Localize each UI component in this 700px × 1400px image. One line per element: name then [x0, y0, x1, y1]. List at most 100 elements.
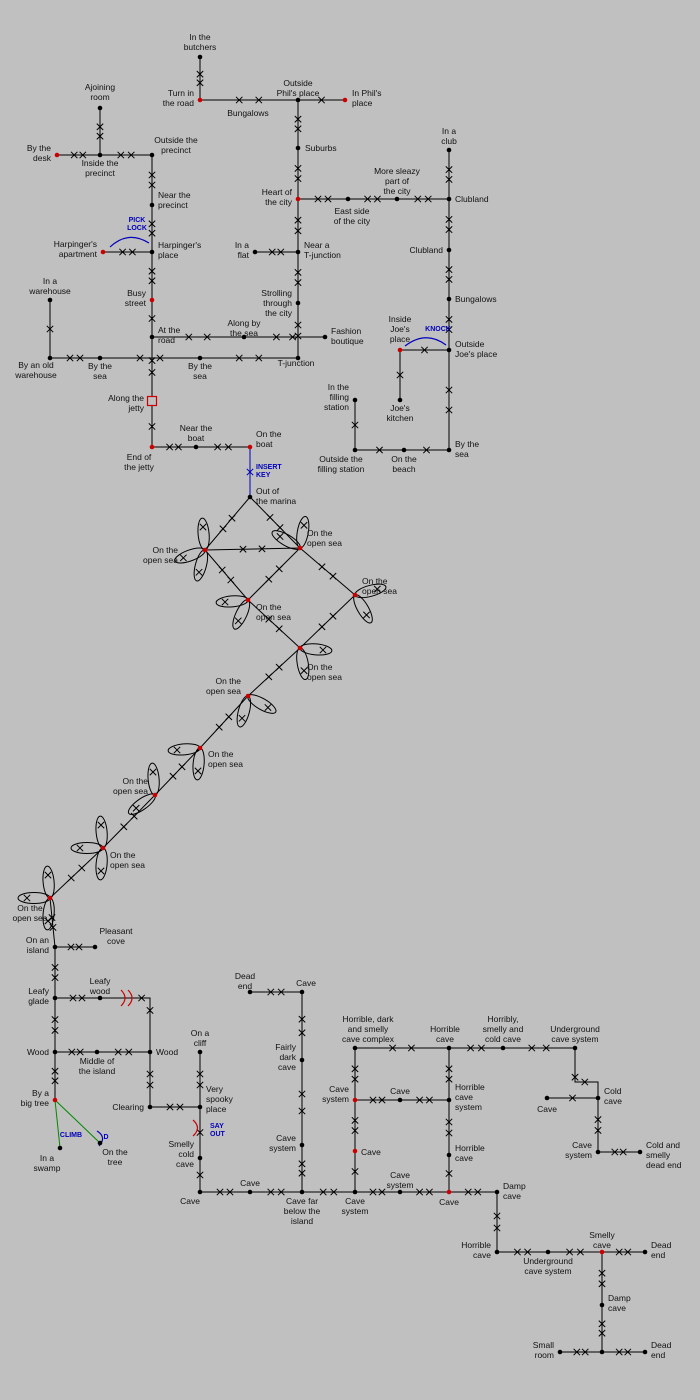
- exit-tick-mark: [369, 1096, 377, 1104]
- room-dot-cave-north: [299, 989, 305, 995]
- edge-by-a-big-tree--on-the-tree: [54, 1099, 101, 1144]
- exit-tick-mark: [76, 844, 84, 852]
- edge-open-sea-1--open-sea-4: [204, 549, 249, 601]
- room-dot-cave-system-s1: [352, 1189, 358, 1195]
- exit-tick-mark: [125, 1048, 133, 1056]
- room-dot-on-a-cliff: [197, 1049, 203, 1055]
- exit-tick-mark: [78, 864, 86, 872]
- exit-tick-mark: [195, 568, 203, 576]
- exit-tick-mark: [294, 279, 302, 287]
- exit-tick-mark: [615, 1248, 623, 1256]
- exit-tick-mark: [317, 96, 326, 104]
- exit-tick-mark: [598, 1320, 606, 1328]
- exit-tick-mark: [277, 248, 285, 256]
- exit-tick-mark: [67, 943, 75, 951]
- exit-tick-mark: [166, 443, 174, 451]
- room-dot-in-phils-place: [342, 97, 348, 103]
- exit-tick-mark: [464, 1188, 472, 1196]
- exit-tick-mark: [445, 215, 453, 223]
- exit-tick-mark: [216, 1188, 224, 1196]
- exit-tick-mark: [215, 723, 223, 731]
- exit-tick-mark: [214, 443, 222, 451]
- room-dot-very-spooky-place: [197, 1104, 203, 1110]
- exit-tick-mark: [581, 1078, 589, 1086]
- edge-open-sea-2--open-sea-3: [299, 547, 356, 596]
- exit-tick-mark: [196, 1128, 204, 1137]
- exit-tick-mark: [265, 575, 273, 583]
- exit-tick-mark: [148, 267, 156, 275]
- room-label-cave-sw: Cave: [180, 1196, 200, 1206]
- room-dot-out-of-the-marina: [247, 494, 253, 500]
- edge-open-sea-2--open-sea-4: [247, 547, 301, 601]
- room-label-wood-west: Wood: [27, 1047, 49, 1057]
- exit-tick-mark: [294, 227, 302, 235]
- exit-tick-mark: [97, 821, 105, 829]
- exit-tick-mark: [267, 988, 275, 996]
- room-dot-leafy-glade: [52, 995, 58, 1001]
- exit-tick-mark: [319, 646, 327, 654]
- room-dot-in-a-club: [446, 147, 452, 153]
- room-dot-bungalows-east: [446, 296, 452, 302]
- exit-tick-mark: [378, 1188, 386, 1196]
- exit-tick-mark: [294, 216, 302, 224]
- room-dot-cave-east: [544, 1095, 550, 1101]
- room-dot-wood-east: [147, 1049, 153, 1055]
- exit-tick-mark: [227, 576, 235, 584]
- room-dot-dead-end-east-1: [642, 1249, 648, 1255]
- leafy-wood-door-arc-1: [120, 989, 126, 1007]
- exit-tick-mark: [196, 1081, 204, 1089]
- exit-tick-mark: [445, 1129, 453, 1137]
- exit-tick-mark: [493, 1224, 501, 1232]
- exit-tick-mark: [114, 1048, 122, 1056]
- exit-tick-mark: [300, 521, 308, 529]
- exit-tick-mark: [373, 195, 381, 203]
- room-dot-damp-cave-west: [494, 1189, 500, 1195]
- room-dot-open-sea-9: [100, 845, 106, 851]
- room-label-t-junction: T-junction: [278, 358, 315, 368]
- exit-tick-mark: [173, 746, 181, 754]
- room-dot-cave-system-s2: [397, 1189, 403, 1195]
- exit-tick-mark: [234, 617, 242, 625]
- room-dot-joes-kitchen: [397, 397, 403, 403]
- exit-tick-mark: [407, 1044, 415, 1052]
- room-label-cave-red-mid: Cave: [361, 1147, 381, 1157]
- exit-tick-mark: [425, 1188, 433, 1196]
- loop-open-sea-10: [17, 892, 51, 904]
- exit-tick-mark: [272, 333, 280, 341]
- exit-tick-mark: [97, 867, 105, 875]
- loop-open-sea-7: [167, 743, 201, 756]
- exit-tick-mark: [148, 277, 156, 285]
- exit-tick-mark: [445, 1169, 453, 1178]
- exit-tick-mark: [298, 1090, 306, 1098]
- loop-open-sea-6: [236, 695, 252, 728]
- exit-tick-mark: [265, 673, 273, 681]
- exit-tick-mark: [378, 1096, 386, 1104]
- exit-tick-mark: [467, 1044, 475, 1052]
- loop-open-sea-4: [232, 599, 251, 630]
- exit-tick-mark: [127, 151, 135, 159]
- room-dot-open-sea-7: [197, 745, 203, 751]
- room-dot-open-sea-4: [245, 597, 251, 603]
- exit-tick-mark: [369, 1188, 377, 1196]
- exit-tick-mark: [255, 354, 263, 362]
- room-label-wood-east: Wood: [156, 1047, 178, 1057]
- exit-tick-mark: [373, 585, 381, 593]
- room-label-clubland-north: Clubland: [455, 194, 489, 204]
- exit-tick-mark: [166, 1103, 174, 1111]
- loop-open-sea-1: [174, 547, 206, 564]
- exit-tick-mark: [70, 151, 78, 159]
- exit-tick-mark: [264, 703, 272, 712]
